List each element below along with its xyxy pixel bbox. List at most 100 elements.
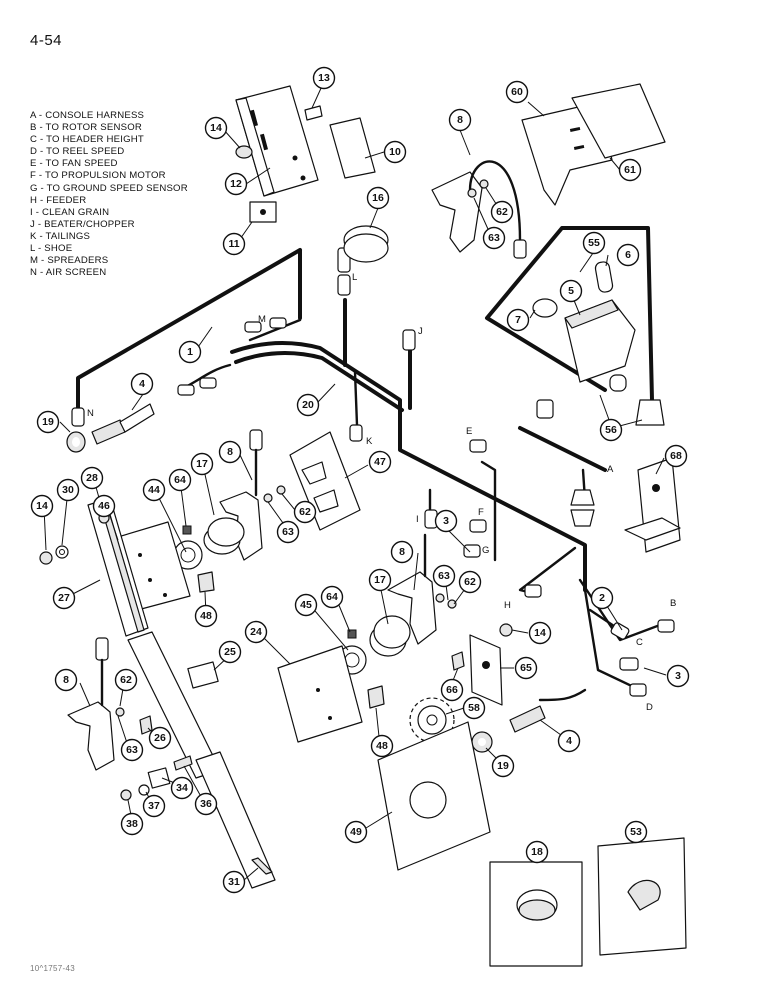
svg-text:6: 6 [625, 249, 631, 261]
svg-text:20: 20 [302, 399, 314, 411]
svg-text:19: 19 [497, 760, 509, 772]
legend-item: A - CONSOLE HARNESS [30, 110, 145, 121]
plug-A-lower [570, 509, 595, 527]
callout-58: 58 [462, 696, 486, 720]
plug-sensor-4 [177, 384, 195, 396]
part-53-clamp [627, 879, 661, 911]
svg-text:60: 60 [511, 86, 523, 98]
part-26-screw [139, 715, 153, 735]
callout-7: 7 [506, 308, 530, 332]
callout-5: 5 [559, 279, 583, 303]
callout-66: 66 [440, 678, 464, 702]
callout-19: 19 [36, 410, 60, 434]
console-harness-A [518, 426, 607, 472]
plug-56 [635, 399, 665, 426]
callout-6: 6 [616, 243, 640, 267]
connector-tag-J: J [418, 326, 423, 337]
callout-63: 63 [482, 226, 506, 250]
connector-letter-tags: N M L J K E A I F G H B C D [87, 272, 676, 713]
part-34-clip [147, 767, 171, 789]
svg-text:26: 26 [154, 732, 166, 744]
callout-16: 16 [366, 186, 390, 210]
svg-text:62: 62 [120, 674, 132, 686]
part-64-setscrew-b [347, 629, 357, 639]
svg-text:62: 62 [464, 576, 476, 588]
svg-text:37: 37 [148, 800, 160, 812]
svg-text:58: 58 [468, 702, 480, 714]
svg-text:55: 55 [588, 237, 600, 249]
wiring-harness [76, 226, 662, 702]
svg-text:68: 68 [670, 450, 682, 462]
callout-10: 10 [383, 140, 407, 164]
callout-47: 47 [368, 450, 392, 474]
legend-item: L - SHOE [30, 243, 73, 255]
callout-30: 30 [56, 478, 80, 502]
svg-text:7: 7 [515, 314, 521, 326]
harness-20-main [230, 341, 587, 592]
svg-text:3: 3 [443, 515, 449, 527]
callout-13: 13 [312, 66, 336, 90]
connector-tag-L: L [352, 272, 357, 283]
callout-12: 12 [224, 172, 248, 196]
svg-text:66: 66 [446, 684, 458, 696]
connector-tag-K: K [366, 436, 373, 447]
part-4-sensor-b [509, 705, 546, 733]
svg-text:16: 16 [372, 192, 384, 204]
callout-49: 49 [344, 820, 368, 844]
part-48-bolt-b [367, 685, 385, 709]
plug-N [71, 407, 85, 427]
callout-17: 17 [368, 568, 392, 592]
part-14-nut-b [39, 551, 53, 565]
svg-text:10: 10 [389, 146, 401, 158]
svg-text:14: 14 [534, 627, 546, 639]
svg-text:46: 46 [98, 500, 110, 512]
connector-tag-M: M [258, 314, 266, 325]
plug-G [463, 544, 481, 558]
legend-item: K - TAILINGS [30, 230, 91, 242]
svg-text:8: 8 [227, 446, 233, 458]
callout-25: 25 [218, 640, 242, 664]
plug-B [657, 619, 675, 633]
legend-item: C - TO HEADER HEIGHT [30, 134, 144, 146]
part-10-cover [329, 117, 376, 179]
callout-8: 8 [390, 540, 414, 564]
callout-62: 62 [490, 200, 514, 224]
part-4-sensor [91, 419, 126, 445]
part-65-plate [469, 634, 503, 706]
plug-sensor-4-2 [199, 377, 217, 389]
callout-8: 8 [218, 440, 242, 464]
part-62-screw [479, 179, 489, 189]
callout-68: 68 [664, 444, 688, 468]
svg-text:63: 63 [438, 570, 450, 582]
callout-55: 55 [582, 231, 606, 255]
plug-M2 [269, 317, 287, 329]
branch-E [480, 460, 497, 562]
svg-text:28: 28 [86, 472, 98, 484]
legend-item: F - TO PROPULSION MOTOR [30, 170, 166, 182]
svg-text:8: 8 [399, 546, 405, 558]
callout-19: 19 [491, 754, 515, 778]
figure-code: 10^1757-43 [30, 964, 76, 973]
callout-3: 3 [666, 664, 690, 688]
plug-A-upper [570, 489, 595, 506]
plug-F [469, 519, 487, 533]
svg-text:5: 5 [568, 285, 574, 297]
svg-text:12: 12 [230, 178, 242, 190]
legend-item: J - BEATER/CHOPPER [30, 218, 135, 230]
svg-text:27: 27 [58, 592, 70, 604]
harness-1 [76, 248, 302, 410]
svg-text:17: 17 [196, 458, 208, 470]
plug-M [244, 321, 262, 333]
leader-lines [43, 85, 667, 881]
plug-K [349, 424, 363, 442]
svg-text:25: 25 [224, 646, 236, 658]
callout-62: 62 [293, 500, 317, 524]
svg-text:4: 4 [139, 378, 145, 390]
svg-text:63: 63 [488, 232, 500, 244]
svg-text:18: 18 [531, 846, 543, 858]
connector-tag-D: D [646, 702, 653, 713]
legend-item: E - TO FAN SPEED [30, 158, 118, 170]
legend-item: M - SPREADERS [30, 255, 109, 267]
branch-to-sensor-4b [538, 688, 587, 702]
